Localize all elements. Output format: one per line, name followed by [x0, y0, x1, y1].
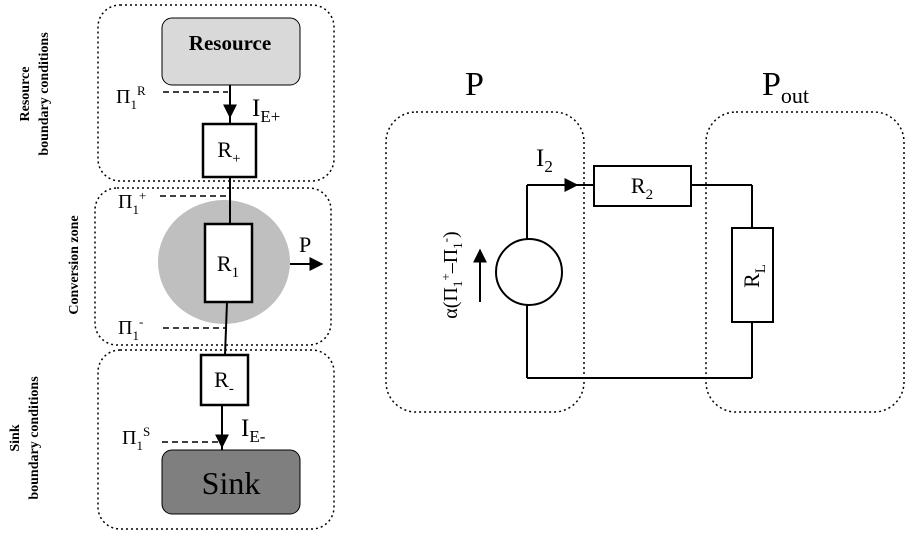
- potential-sink-label: Π1S: [122, 424, 150, 453]
- resistor-r2-label: R2: [631, 173, 653, 203]
- potential-minus-label: Π1-: [118, 314, 143, 343]
- zone-p: [385, 111, 585, 413]
- resistor-r-minus-label: R-: [214, 367, 234, 397]
- sink-block-label: Sink: [202, 465, 261, 501]
- resistor-r1: [203, 222, 254, 304]
- zone-pout-label: Pout: [762, 66, 809, 108]
- zone-p-label: P: [465, 66, 484, 103]
- left-diagram: Resource R+ R1 R- Sink P IE+ IE- Π1R Π1+: [8, 4, 335, 530]
- resistor-rl-label: RL: [739, 264, 769, 288]
- wire-r1-rminus: [224, 301, 228, 356]
- sink-zone: [97, 349, 335, 530]
- side-label-resource-line2: boundary conditions: [37, 32, 52, 156]
- side-label-resource-line1: Resource: [18, 67, 33, 122]
- side-label-sink-line2: boundary conditions: [27, 376, 42, 500]
- current-i-minus: IE-: [241, 415, 266, 446]
- resistor-r1-label: R1: [217, 251, 239, 281]
- resistor-rl: [731, 227, 774, 323]
- current-i-plus: IE+: [252, 95, 280, 126]
- current-i2: I2: [536, 145, 553, 176]
- resistor-r2: [593, 165, 692, 207]
- resource-block-label: Resource: [189, 31, 271, 55]
- resistor-r-minus: [199, 353, 250, 407]
- power-label: P: [299, 232, 311, 257]
- right-diagram: P Pout R2 RL I2 α(Π1+–Π1-): [385, 66, 905, 413]
- conversion-zone: [94, 187, 332, 346]
- source-label: α(Π1+–Π1-): [438, 231, 465, 318]
- potential-resource-label: Π1R: [116, 83, 146, 112]
- sink-block: [161, 449, 301, 515]
- zone-pout: [705, 111, 905, 413]
- side-label-conversion: Conversion zone: [67, 215, 82, 314]
- resource-zone: [97, 4, 335, 182]
- current-source: [495, 238, 563, 306]
- potential-plus-label: Π1+: [118, 188, 146, 217]
- resistor-r-plus: [201, 122, 258, 179]
- side-label-sink-line1: Sink: [8, 424, 23, 451]
- resistor-r-plus-label: R+: [217, 137, 240, 167]
